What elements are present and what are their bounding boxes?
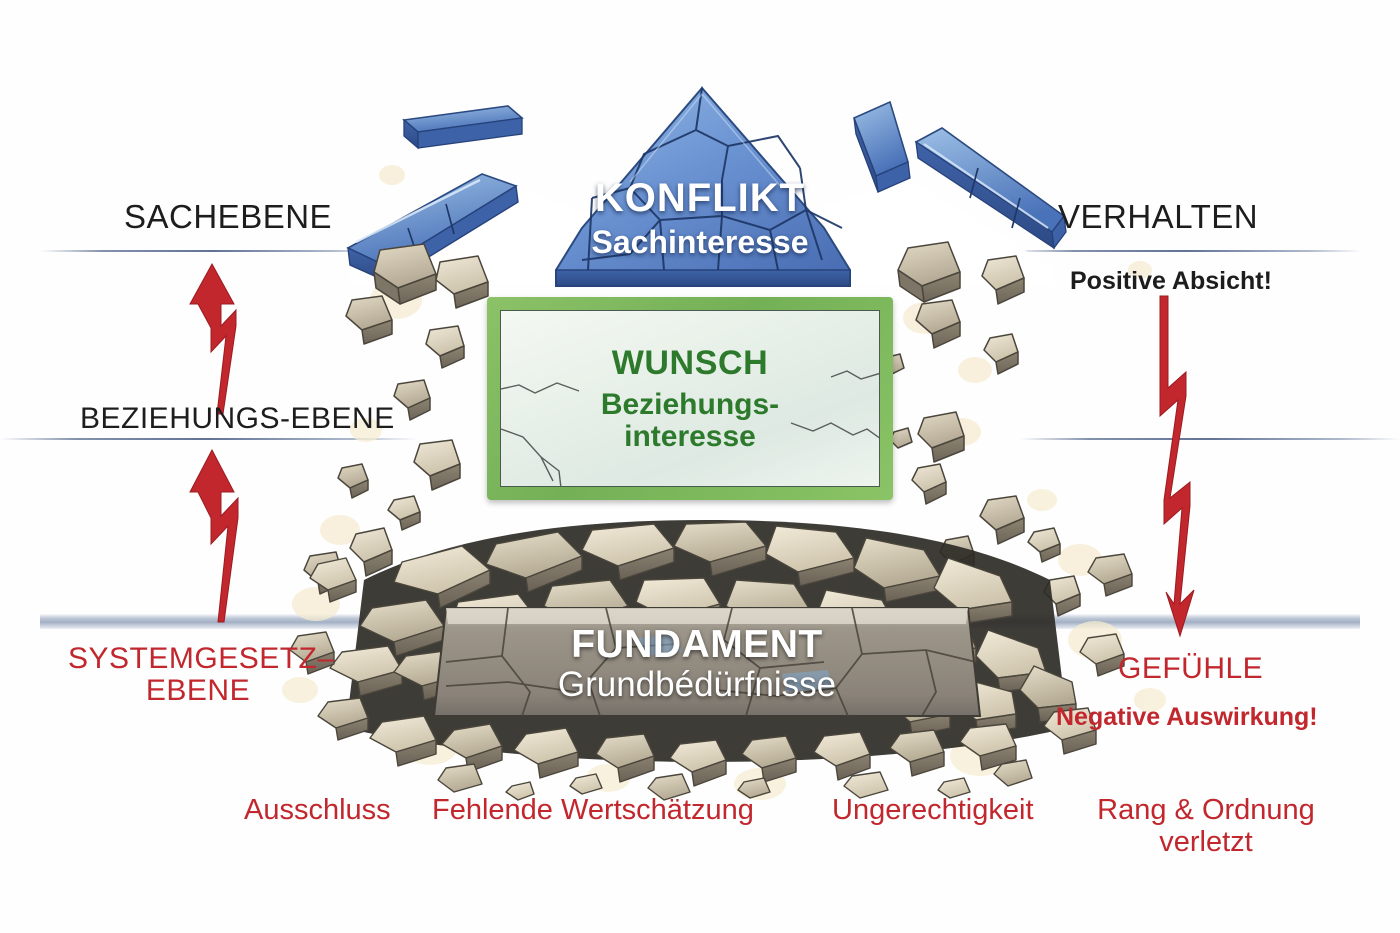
konflikt-headline: KONFLIKT (594, 176, 806, 220)
konflikt-title: KONFLIKT (0, 176, 1400, 221)
fundament-subline: Grundbédürfnisse (557, 665, 837, 704)
konflikt-roof-shape (346, 85, 1067, 287)
need-item-ausschluss: Ausschluss (244, 794, 391, 826)
wunsch-plaque-inner: WUNSCH Beziehungs-interesse (500, 310, 880, 487)
zigzag-arrow-up-icon-lower (189, 448, 239, 623)
level-label-negative-auswirkung: Negative Auswirkung! (1056, 703, 1318, 731)
separator-sachebene-left (40, 250, 385, 252)
roof-main-pediment (555, 85, 851, 287)
fundament-label-group: FUNDAMENT Grundbédürfnisse (447, 600, 947, 728)
plaque-crack-overlay (501, 370, 879, 486)
level-label-verhalten: VERHALTEN (1058, 198, 1259, 235)
roof-fragment-right-far (914, 127, 1067, 250)
need-item-fehlende-wertschaetzung: Fehlende Wertschätzung (432, 794, 754, 826)
separator-beziehungsebene-left (0, 438, 418, 440)
konflikt-subtitle: Sachinteresse (0, 224, 1400, 261)
zigzag-arrow-down-icon (1159, 295, 1195, 638)
level-label-positive-absicht: Positive Absicht! (1070, 267, 1272, 295)
roof-fragment-right-small (852, 100, 911, 193)
level-label-gefuehle: GEFÜHLE (1118, 652, 1264, 685)
separator-sachebene-right (1010, 250, 1362, 252)
level-label-systemgesetzebene: SYSTEMGESETZ–EBENE (68, 642, 335, 707)
level-label-sachebene: SACHEBENE (124, 198, 333, 235)
roof-fragment-left-small (402, 105, 524, 150)
foundation-rubble-wall (289, 520, 1133, 801)
wunsch-plaque: WUNSCH Beziehungs-interesse (487, 297, 893, 500)
wunsch-headline: WUNSCH (611, 344, 769, 383)
separator-beziehungsebene-right (1020, 438, 1400, 440)
konflikt-subline: Sachinteresse (591, 224, 809, 260)
need-item-ungerechtigkeit: Ungerechtigkeit (832, 794, 1034, 826)
level-label-beziehungsebene: BEZIEHUNGS-EBENE (80, 402, 395, 435)
wunsch-subline: Beziehungs-interesse (600, 388, 780, 453)
zigzag-arrow-up-icon-upper (189, 262, 237, 415)
fundament-headline: FUNDAMENT (571, 623, 823, 666)
foundation-slab (432, 607, 982, 717)
